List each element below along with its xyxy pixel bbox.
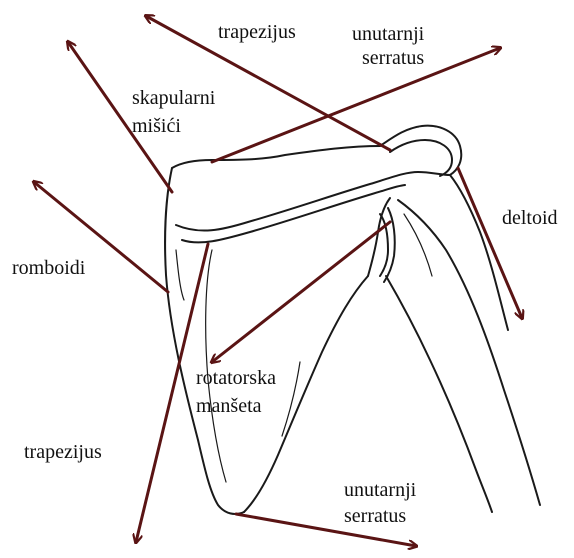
label-rotator-cuff-line2: manšeta: [196, 394, 262, 418]
arrow-rotator-cuff: [212, 222, 390, 362]
label-serratus-top-line2: serratus: [362, 46, 424, 70]
label-serratus-bottom-line1: unutarnji: [344, 478, 416, 502]
label-serratus-bottom-line2: serratus: [344, 504, 406, 528]
label-trapezius-bottom: trapezijus: [24, 440, 102, 464]
label-trapezius-top: trapezijus: [218, 20, 296, 44]
muscle-arrows: [34, 16, 522, 546]
label-rotator-cuff-line1: rotatorska: [196, 366, 276, 390]
arrow-serratus-top: [212, 48, 500, 162]
label-scapular-line1: skapularni: [132, 86, 215, 110]
arrow-trapezius-bottom: [136, 244, 208, 542]
label-scapular-line2: mišići: [132, 114, 181, 138]
label-deltoid: deltoid: [502, 206, 558, 230]
label-rhomboids: romboidi: [12, 256, 85, 280]
arrow-deltoid: [458, 168, 522, 318]
scapula-outline: [165, 126, 540, 514]
label-serratus-top-line1: unutarnji: [352, 22, 424, 46]
